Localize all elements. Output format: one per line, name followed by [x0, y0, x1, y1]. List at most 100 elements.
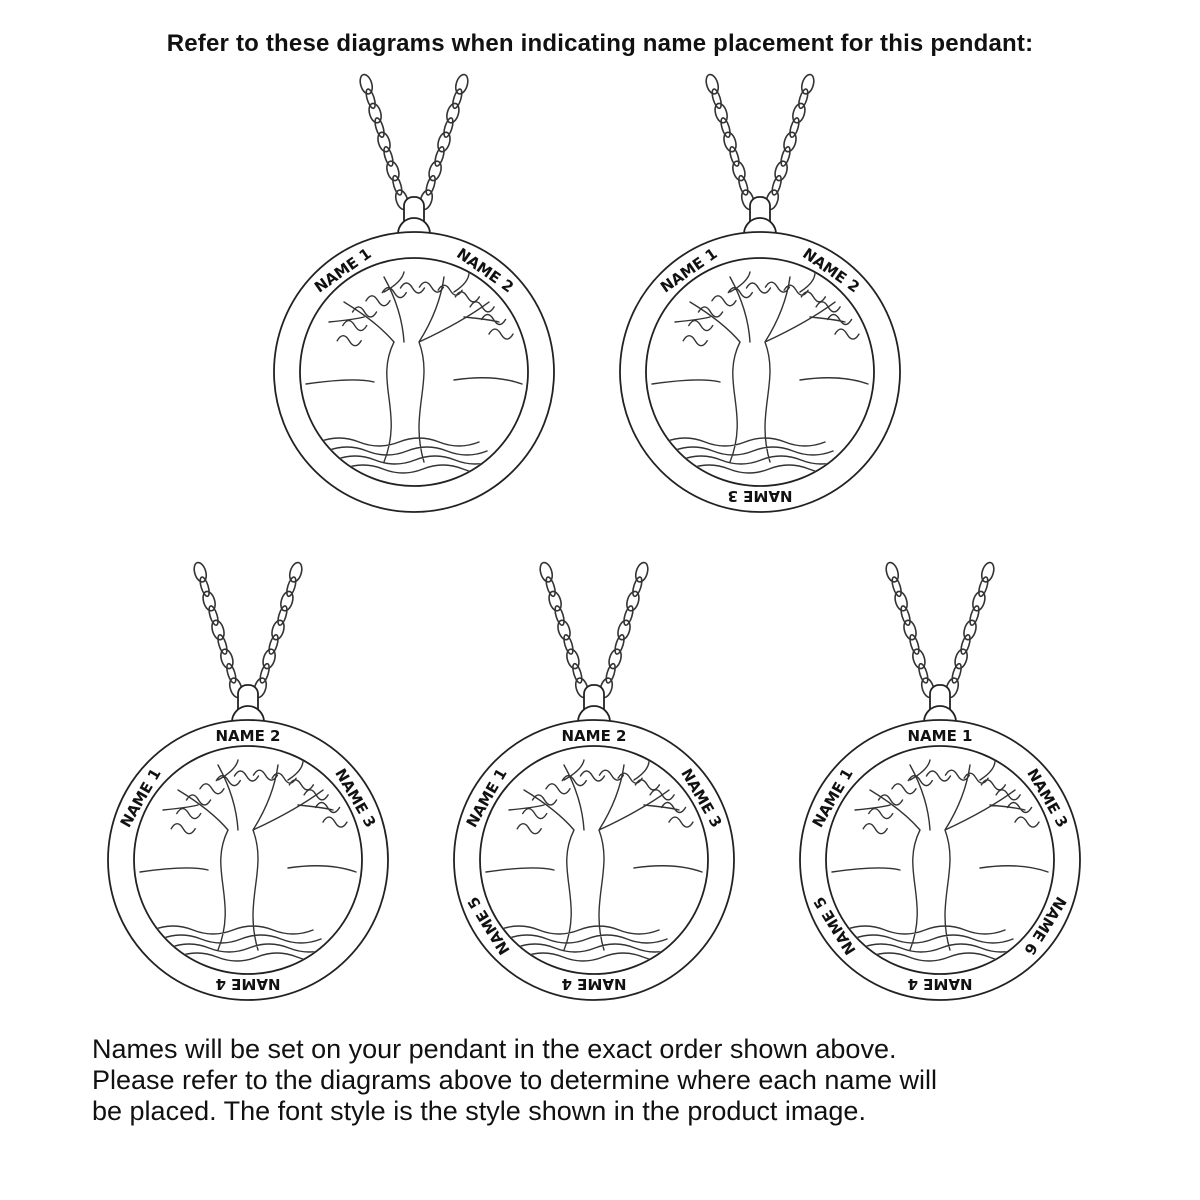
chain-link [954, 648, 968, 670]
chain-link [711, 88, 722, 110]
chain-link [900, 605, 911, 626]
chain-link [539, 561, 554, 583]
chain-link [626, 590, 640, 612]
chain [359, 73, 469, 211]
instructions-line-2: Please refer to the diagrams above to de… [92, 1065, 937, 1095]
tree-of-life-artwork [305, 271, 523, 474]
chain-link [969, 605, 980, 626]
chain-link [446, 102, 460, 124]
chain-link [729, 146, 740, 167]
tree-of-life-artwork [485, 759, 703, 962]
chain-link [286, 576, 297, 598]
chain-link [271, 619, 285, 641]
chain-link [605, 662, 616, 684]
chain-link [374, 117, 385, 138]
chain-link [623, 605, 634, 626]
chain-link [268, 634, 279, 655]
name-label-bottom: NAME 4 [908, 975, 973, 993]
chain-link [425, 174, 436, 196]
page-heading: Refer to these diagrams when indicating … [166, 30, 1034, 57]
chain-link [714, 102, 728, 124]
chain-link [918, 662, 929, 684]
chain-link [572, 662, 583, 684]
chain-link [960, 634, 971, 655]
chain-link [566, 648, 580, 670]
instructions-text: Names will be set on your pendant in the… [92, 1034, 1132, 1127]
chain-link [783, 131, 797, 153]
chain-link [634, 561, 649, 583]
chain-link [548, 590, 562, 612]
chain-link [443, 117, 454, 138]
chain-link [202, 590, 216, 612]
name-label-top: NAME 2 [562, 727, 627, 745]
chain-link [217, 634, 228, 655]
chain [885, 561, 995, 699]
chain-link [262, 648, 276, 670]
name-label-top: NAME 1 [908, 727, 973, 745]
chain-link [705, 73, 720, 95]
chain-link [608, 648, 622, 670]
chain-link [452, 88, 463, 110]
instructions-line-1: Names will be set on your pendant in the… [92, 1034, 897, 1064]
chain [539, 561, 649, 699]
chain-link [226, 662, 237, 684]
chain-link [792, 102, 806, 124]
chain-link [434, 146, 445, 167]
chain-link [428, 160, 442, 182]
instructions-line-3: be placed. The font style is the style s… [92, 1096, 866, 1126]
pendant-inner-ring [299, 257, 529, 487]
chain-link [978, 576, 989, 598]
chain-link [780, 146, 791, 167]
chain-link [563, 634, 574, 655]
chain-link [980, 561, 995, 583]
chain-link [632, 576, 643, 598]
pendant-inner-ring [645, 257, 875, 487]
chain-link [208, 605, 219, 626]
chain-link [386, 160, 400, 182]
chain-link [199, 576, 210, 598]
chain-link [554, 605, 565, 626]
chain [705, 73, 815, 211]
chain-link [789, 117, 800, 138]
chain-link [963, 619, 977, 641]
chain-link [377, 131, 391, 153]
chain-link [280, 590, 294, 612]
chain-link [891, 576, 902, 598]
chain-link [193, 561, 208, 583]
chain-link [617, 619, 631, 641]
chain-link [972, 590, 986, 612]
tree-of-life-artwork [831, 759, 1049, 962]
chain-link [774, 160, 788, 182]
chain-link [771, 174, 782, 196]
chain-link [545, 576, 556, 598]
tree-of-life-artwork [139, 759, 357, 962]
chain-link [720, 117, 731, 138]
chain-link [798, 88, 809, 110]
name-label-bottom: NAME 3 [728, 487, 793, 505]
chain-link [723, 131, 737, 153]
chain-link [732, 160, 746, 182]
chain-link [359, 73, 374, 95]
chain-link [912, 648, 926, 670]
pendant-inner-ring [825, 745, 1055, 975]
chain-link [738, 174, 749, 196]
chain-link [368, 102, 382, 124]
chain-link [557, 619, 571, 641]
chain-link [800, 73, 815, 95]
chain-link [392, 174, 403, 196]
name-label-top: NAME 2 [216, 727, 281, 745]
name-label-bottom: NAME 4 [216, 975, 281, 993]
chain-link [365, 88, 376, 110]
chain-link [951, 662, 962, 684]
chain [193, 561, 303, 699]
chain-link [454, 73, 469, 95]
chain-link [383, 146, 394, 167]
chain-link [259, 662, 270, 684]
pendant-inner-ring [479, 745, 709, 975]
chain-link [614, 634, 625, 655]
tree-of-life-artwork [651, 271, 869, 474]
